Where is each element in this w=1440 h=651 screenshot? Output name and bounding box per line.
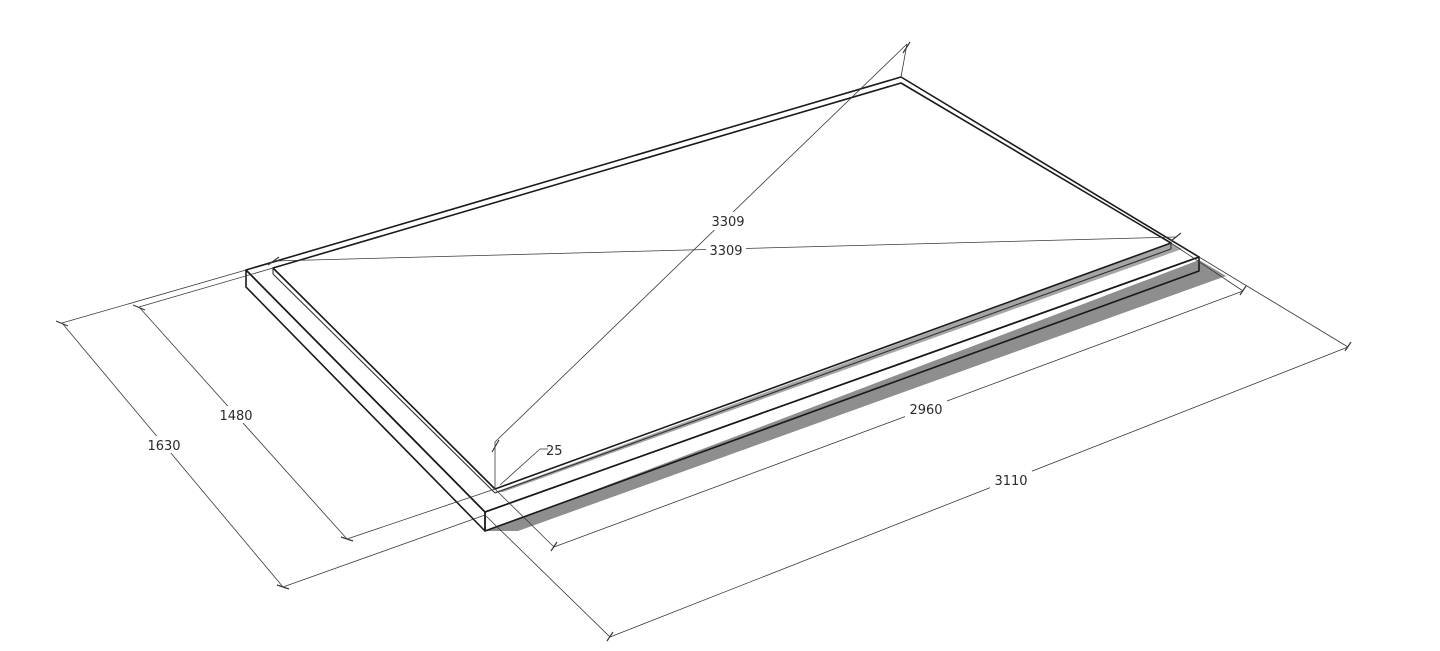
diagonal-a-line [494,43,908,443]
outer-length-ext-right [1198,256,1349,348]
diagonal-b-tick-1 [267,256,280,266]
inner-width-label: 1480 [219,409,252,424]
inner-length-ext-left [494,488,555,548]
diagonal-a-tick-2 [902,41,911,54]
inner-width-ext-bottom [346,488,496,540]
diagonal-a-ext-2 [900,43,908,78]
base-left-face [245,269,486,532]
diagonal-b-label: 3309 [709,244,742,259]
diagonal-a-tick-1 [491,439,500,453]
outer-width-ext-top [61,269,247,324]
outer-width-ext-bottom [282,514,486,588]
inner-width-ext-top [138,267,274,308]
outer-length-tick-2 [1344,341,1352,352]
outer-length-label: 3110 [994,474,1027,489]
inner-length-line [553,290,1244,548]
rim-callout-leader [499,448,541,486]
rim-edge-left-slope [272,273,496,494]
outer-width-tick-2 [276,584,290,590]
inner-length-tick-2 [1239,285,1247,296]
outer-length-tick-1 [606,631,614,642]
inner-length-ext-right [1170,242,1244,292]
rim-label: 25 [546,444,563,459]
base-front-face [484,256,1200,532]
diagonal-b-tick-2 [1170,232,1182,242]
outer-length-line [609,346,1349,638]
outer-width-tick-1 [55,320,69,327]
outer-length-ext-left [484,514,611,638]
rim-edge-front [494,248,1172,494]
outer-width-line [61,322,284,588]
inner-width-tick-2 [340,536,354,542]
outer-width-label: 1630 [147,439,180,454]
inner-width-tick-1 [132,304,146,311]
inner-length-label: 2960 [909,403,942,418]
diagonal-a-label: 3309 [711,215,744,230]
inner-length-tick-1 [550,541,558,552]
rim-inner-shadow [495,243,1182,492]
